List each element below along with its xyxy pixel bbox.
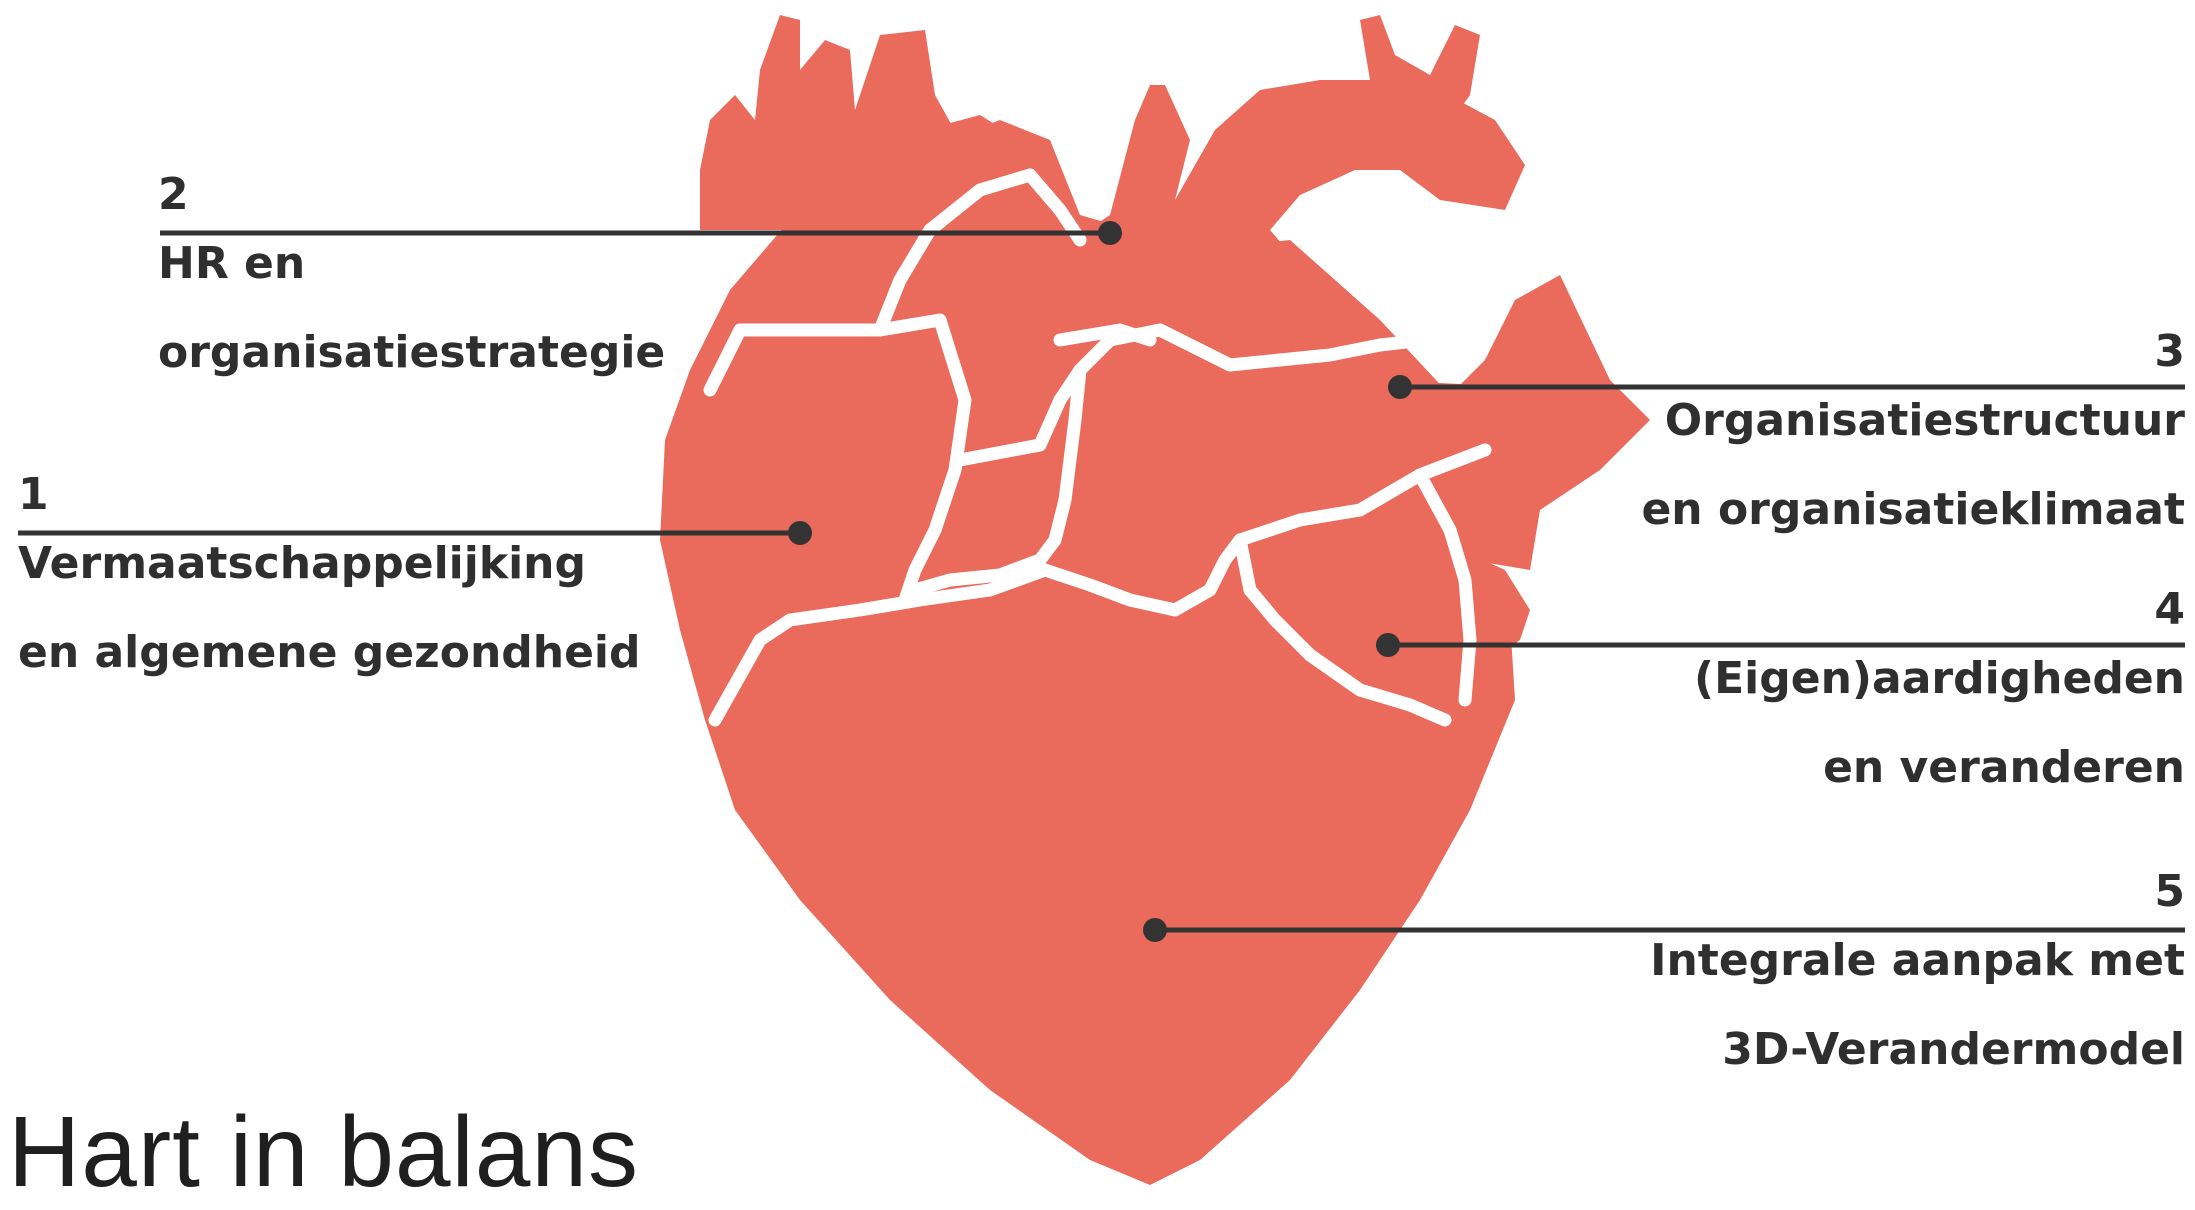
label-3: 3 Organisatiestructuur en organisatiekli… — [1641, 322, 2185, 540]
callout-dot-3 — [1388, 375, 1412, 399]
callout-dot-2 — [1098, 221, 1122, 245]
label-5: 5 Integrale aanpak met 3D-Verandermodel — [1650, 862, 2185, 1080]
label-2: 2 HR en organisatiestrategie — [158, 165, 665, 383]
callout-dot-4 — [1376, 633, 1400, 657]
label-4-line-1: (Eigen)aardigheden — [1694, 650, 2185, 708]
heart-main-body — [660, 120, 1650, 1185]
page-title: Hart in balans — [8, 1095, 639, 1210]
label-5-number: 5 — [1650, 862, 2185, 922]
label-3-line-2: en organisatieklimaat — [1641, 480, 2185, 540]
label-5-line-1: Integrale aanpak met — [1650, 932, 2185, 990]
label-1-line-2: en algemene gezondheid — [18, 623, 641, 683]
callout-dot-1 — [788, 521, 812, 545]
heart-body — [660, 15, 1650, 1185]
label-3-number: 3 — [1641, 322, 2185, 382]
label-4-number: 4 — [1694, 580, 2185, 640]
label-2-line-2: organisatiestrategie — [158, 323, 665, 383]
label-1: 1 Vermaatschappelijking en algemene gezo… — [18, 465, 641, 683]
label-4: 4 (Eigen)aardigheden en veranderen — [1694, 580, 2185, 798]
label-1-number: 1 — [18, 465, 641, 525]
label-5-line-2: 3D-Verandermodel — [1650, 1020, 2185, 1080]
label-1-line-1: Vermaatschappelijking — [18, 535, 641, 593]
label-2-number: 2 — [158, 165, 665, 225]
label-4-line-2: en veranderen — [1694, 738, 2185, 798]
label-3-line-1: Organisatiestructuur — [1641, 392, 2185, 450]
label-2-line-1: HR en — [158, 235, 665, 293]
callout-dot-5 — [1143, 918, 1167, 942]
